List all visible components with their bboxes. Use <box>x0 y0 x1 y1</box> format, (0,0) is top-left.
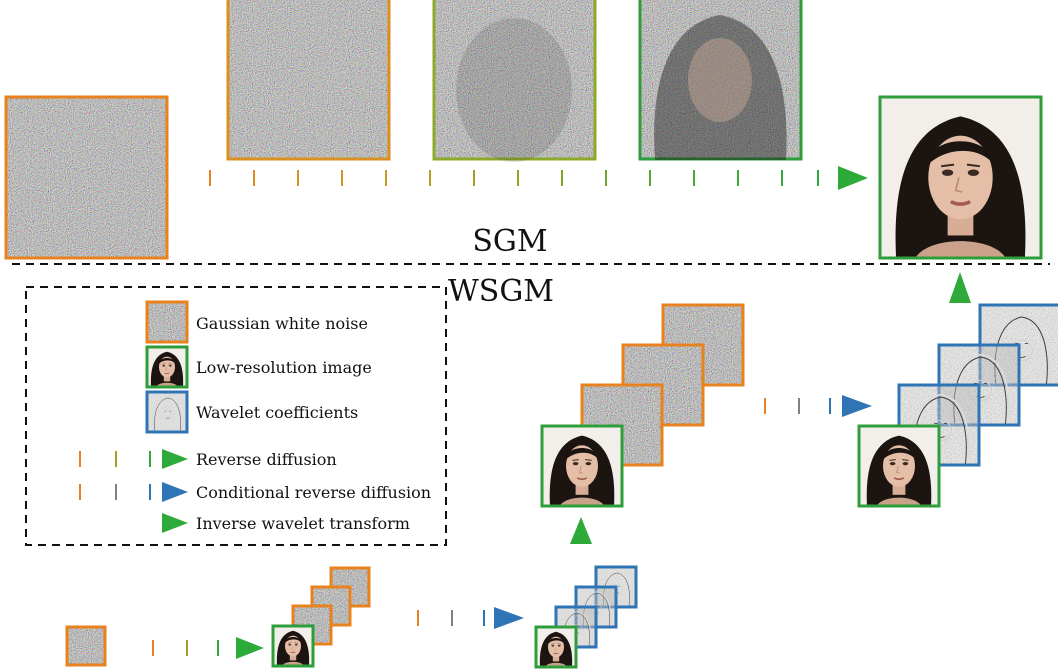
legend-label-low-res: Low-resolution image <box>196 358 372 377</box>
legend-box <box>25 286 447 546</box>
legend-label-noise: Gaussian white noise <box>196 314 368 333</box>
wsgm-wavelet-stack-2 <box>857 303 1058 508</box>
conditional-reverse-diffusion-arrow-icon <box>48 482 188 502</box>
legend: Gaussian white noise Low-resolution imag… <box>25 286 447 546</box>
wsgm-wavelet-stack-1 <box>534 565 638 669</box>
wsgm-stack-level-1 <box>271 566 371 668</box>
noise-image-step-1 <box>226 0 391 161</box>
face-thumbnail-icon <box>145 345 189 389</box>
wsgm-noise-start <box>65 625 107 667</box>
sgm-pipeline: SGM <box>4 0 1043 260</box>
wsgm-label: WSGM <box>448 274 554 309</box>
wsgm-reverse-diffusion-arrow <box>120 637 264 659</box>
legend-label-inverse: Inverse wavelet transform <box>196 514 410 533</box>
legend-label-wavelet: Wavelet coefficients <box>196 403 358 422</box>
wsgm-conditional-arrow-2 <box>732 395 872 417</box>
legend-label-reverse: Reverse diffusion <box>196 450 337 469</box>
noise-swatch-icon <box>145 300 189 344</box>
wsgm-inverse-wavelet-arrow-2 <box>949 272 971 342</box>
legend-label-conditional: Conditional reverse diffusion <box>196 483 431 502</box>
wavelet-swatch-icon <box>145 390 189 434</box>
wsgm-stack-level-2 <box>540 303 745 508</box>
noise-image-start <box>4 95 169 260</box>
wsgm-inverse-wavelet-arrow-1 <box>570 517 592 575</box>
inverse-wavelet-arrow-icon <box>122 513 188 533</box>
sgm-label: SGM <box>472 224 547 259</box>
wsgm-conditional-arrow-1 <box>382 607 524 629</box>
noise-image-step-2 <box>432 0 597 162</box>
generated-face-image <box>878 95 1043 260</box>
noise-image-step-3 <box>638 0 803 161</box>
sgm-reverse-diffusion-arrow <box>180 166 868 190</box>
reverse-diffusion-arrow-icon <box>48 449 188 469</box>
